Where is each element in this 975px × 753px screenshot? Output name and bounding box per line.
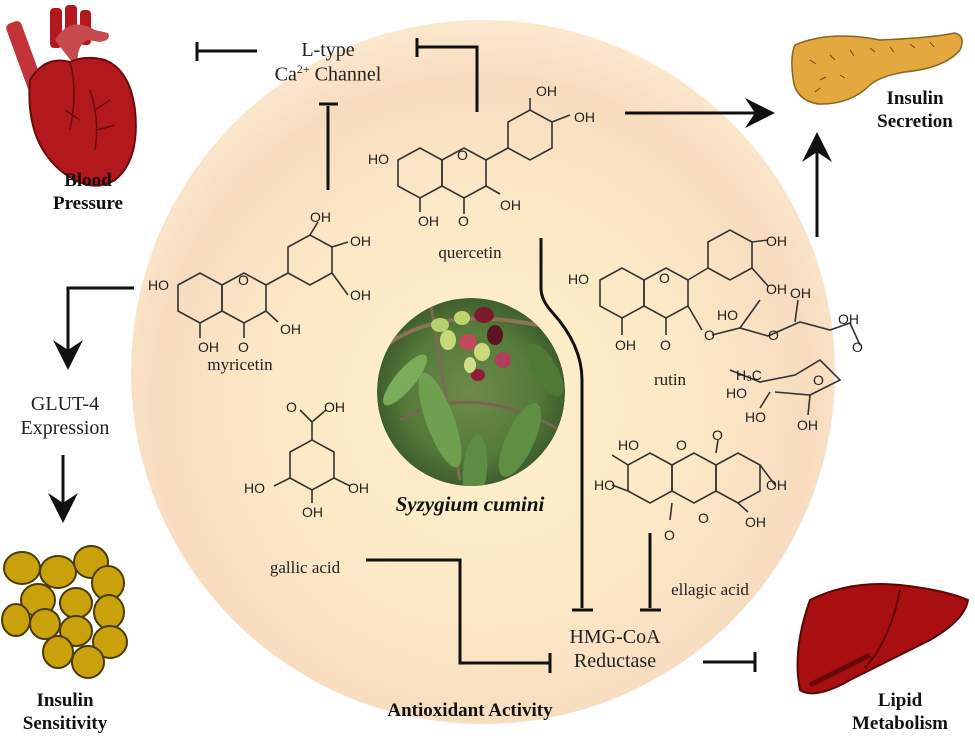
myricetin-label: myricetin <box>207 355 273 374</box>
atom-label: HO <box>717 307 738 323</box>
atom-label: OH <box>348 480 369 496</box>
atom-label: OH <box>745 514 766 530</box>
lipid-metabolism-label: Lipid Metabolism <box>830 690 970 736</box>
inhibit-quercetin-to-ca <box>417 45 479 112</box>
ca-charge: 2+ <box>296 62 310 76</box>
blood-pressure-line2: Pressure <box>52 192 123 214</box>
heart-icon <box>6 5 137 187</box>
atom-label: O <box>286 399 297 415</box>
atom-label: OH <box>574 109 595 125</box>
atom-label: OH <box>280 321 301 337</box>
insulin-secretion-line1: Insulin <box>886 88 944 109</box>
atom-label: HO <box>618 437 639 453</box>
channel-text: Channel <box>309 63 382 86</box>
atom-label: OH <box>615 337 636 353</box>
atom-label: O <box>664 527 675 543</box>
atom-label: O <box>768 327 779 343</box>
ellagic-acid-label: ellagic acid <box>671 580 749 599</box>
insulin-sensitivity-line1: Insulin <box>36 690 94 711</box>
atom-label: OH <box>766 477 787 493</box>
ca-channel-line2: Ca2+ Channel <box>268 62 388 87</box>
hmgcoa-line1: HMG-CoA <box>569 626 661 648</box>
gallic-acid-label: gallic acid <box>269 558 341 577</box>
atom-label: HO <box>244 480 265 496</box>
inhibit-gallic-to-hmgcoa <box>366 558 550 665</box>
atom-label: O <box>659 270 670 286</box>
insulin-sensitivity-label: Insulin Sensitivity <box>5 690 125 736</box>
atom-label: O <box>704 327 715 343</box>
atom-label: H₃C <box>736 367 762 383</box>
insulin-secretion-label: Insulin Secretion <box>860 88 970 134</box>
lipid-metabolism-line1: Lipid <box>877 690 923 711</box>
atom-label: OH <box>766 233 787 249</box>
connectors <box>48 38 832 673</box>
blood-pressure-line1: Blood <box>64 170 112 191</box>
chem-atom-labels: HO O OH OH OH O OH HO O OH OH OH OH O OH… <box>148 83 863 543</box>
arrow-myricetin-to-glut4 <box>53 286 134 370</box>
atom-label: O <box>676 437 687 453</box>
ca-channel-label: L-type Ca2+ Channel <box>268 38 388 87</box>
pancreas-icon <box>791 32 963 105</box>
antioxidant-activity-label: Antioxidant Activity <box>387 700 553 721</box>
atom-label: OH <box>350 233 371 249</box>
atom-label: O <box>813 372 824 388</box>
atom-label: OH <box>838 311 859 327</box>
atom-label: OH <box>536 83 557 99</box>
insulin-sensitivity-line2: Sensitivity <box>22 712 108 734</box>
atom-label: OH <box>198 339 219 355</box>
atom-label: OH <box>766 281 787 297</box>
inhibit-quercetin-to-hmgcoa <box>539 238 584 608</box>
atom-label: O <box>238 272 249 288</box>
atom-label: OH <box>324 399 345 415</box>
atom-label: OH <box>310 209 331 225</box>
chem-structures <box>177 98 861 521</box>
lipid-metabolism-line2: Metabolism <box>851 712 949 734</box>
atom-label: O <box>712 427 723 443</box>
rutin-label: rutin <box>653 370 687 389</box>
insulin-secretion-line2: Secretion <box>877 110 953 132</box>
fat-cells-icon <box>1 545 128 679</box>
atom-label: O <box>698 510 709 526</box>
atom-label: O <box>458 213 469 229</box>
atom-label: HO <box>368 151 389 167</box>
atom-label: HO <box>148 277 169 293</box>
quercetin-label: quercetin <box>438 243 502 262</box>
species-label: Syzygium cumini <box>395 492 545 516</box>
glut4-line2: Expression <box>20 417 110 439</box>
hmgcoa-line2: Reductase <box>573 650 657 672</box>
atom-label: HO <box>568 271 589 287</box>
atom-label: OH <box>418 213 439 229</box>
atom-label: HO <box>726 385 747 401</box>
glut4-line1: GLUT-4 <box>30 393 100 415</box>
atom-label: HO <box>594 477 615 493</box>
atom-label: O <box>238 339 249 355</box>
hmgcoa-label: HMG-CoA Reductase <box>560 625 670 673</box>
atom-label: OH <box>790 285 811 301</box>
atom-label: OH <box>797 417 818 433</box>
blood-pressure-label: Blood Pressure <box>28 170 148 216</box>
glut4-label: GLUT-4 Expression <box>10 392 120 440</box>
atom-label: OH <box>302 504 323 520</box>
atom-label: OH <box>350 287 371 303</box>
atom-label: O <box>852 339 863 355</box>
atom-label: OH <box>500 197 521 213</box>
ca-channel-line1: L-type <box>301 39 355 61</box>
atom-label: O <box>457 147 468 163</box>
atom-label: O <box>660 337 671 353</box>
ca-text: Ca <box>274 63 297 86</box>
liver-icon <box>796 583 970 695</box>
syzygium-cumini-photo <box>377 298 565 486</box>
atom-label: HO <box>745 409 766 425</box>
